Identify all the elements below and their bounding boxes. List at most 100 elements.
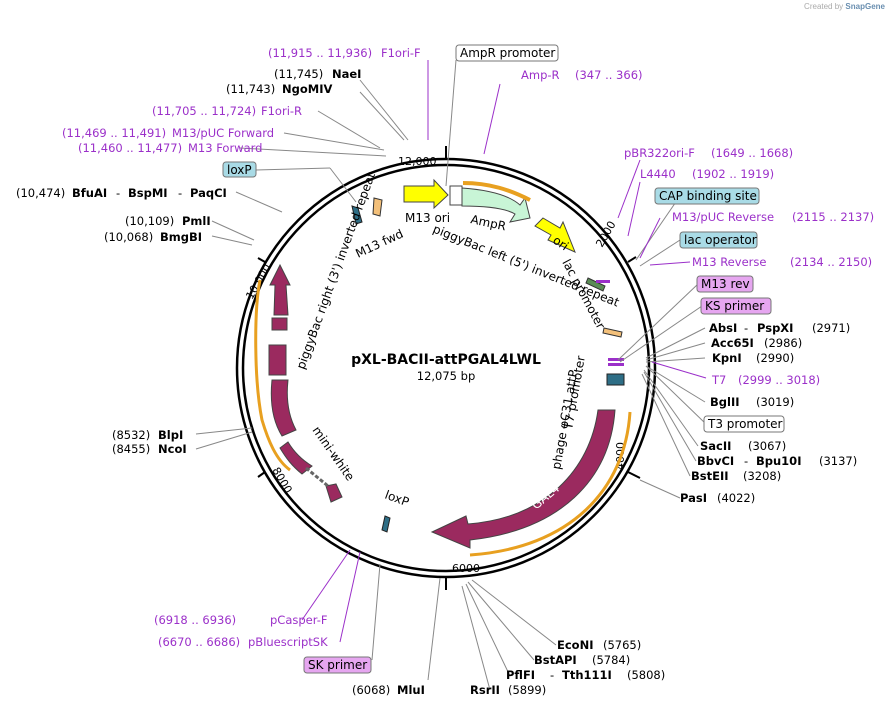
f1ori-f-name: F1ori-F bbox=[381, 46, 421, 60]
pspxi-name: PspXI bbox=[757, 321, 793, 335]
kpni-name: KpnI bbox=[712, 351, 742, 365]
snapgene-logo: SnapGene bbox=[845, 2, 885, 11]
mini-white-block-2 bbox=[279, 441, 313, 475]
m13-ori-label: M13 ori bbox=[405, 211, 450, 225]
m13-rev-label: M13 rev bbox=[701, 277, 750, 291]
sacii-pos: (3067) bbox=[748, 439, 786, 453]
paqci-name: PaqCI bbox=[190, 186, 227, 200]
ori-feature bbox=[534, 217, 576, 253]
acc65i-name: Acc65I bbox=[711, 336, 754, 350]
ncoi-name: NcoI bbox=[158, 442, 187, 456]
snapgene-credit: Created by SnapGene bbox=[804, 2, 885, 11]
kpni-pos: (2990) bbox=[756, 351, 794, 365]
f1ori-f-pos: (11,915 .. 11,936) bbox=[268, 46, 372, 60]
econi-pos: (5765) bbox=[603, 638, 641, 652]
ampr-promoter-label: AmpR promoter bbox=[460, 46, 555, 60]
svg-text:-: - bbox=[744, 454, 748, 468]
mlui-pos: (6068) bbox=[352, 683, 390, 697]
sk-primer-label: SK primer bbox=[308, 658, 367, 672]
m13puc-fwd-pos: (11,469 .. 11,491) bbox=[62, 126, 166, 140]
t7-promoter-feature bbox=[606, 373, 625, 386]
m13-rev-box bbox=[696, 275, 754, 293]
loxp-inner-label: loxP bbox=[383, 488, 411, 510]
pb-right-block-2 bbox=[268, 344, 287, 376]
absi-name: AbsI bbox=[709, 321, 737, 335]
plasmid-length: 12,075 bp bbox=[417, 369, 476, 383]
pb-left-feature bbox=[602, 327, 623, 338]
ampr-promoter-feature bbox=[449, 185, 463, 206]
leader-lines bbox=[195, 59, 707, 691]
svg-text:-: - bbox=[178, 186, 182, 200]
amp-r-pos: (347 .. 366) bbox=[575, 68, 643, 82]
t7-name: T7 bbox=[711, 373, 726, 387]
m13-fwd-feature bbox=[372, 197, 383, 217]
m13-rev-primer-mark bbox=[596, 280, 610, 283]
ks-primer-box bbox=[700, 297, 772, 315]
naei-name: NaeI bbox=[332, 67, 361, 81]
ampr-feature bbox=[461, 187, 531, 223]
bstapi-pos: (5784) bbox=[592, 653, 630, 667]
loxp-box-label: loxP bbox=[227, 163, 252, 177]
pmli-pos: (10,109) bbox=[125, 214, 174, 228]
plasmid-name: pXL-BACII-attPGAL4LWL bbox=[351, 352, 541, 368]
m13-ori-feature bbox=[403, 178, 449, 210]
mlui-name: MluI bbox=[397, 683, 425, 697]
t3-promoter-label: T3 promoter bbox=[707, 417, 783, 431]
sacii-name: SacII bbox=[700, 439, 731, 453]
bstapi-name: BstAPI bbox=[534, 653, 577, 667]
ngomiv-name: NgoMIV bbox=[282, 82, 332, 96]
gal4-orf-arc bbox=[469, 411, 632, 557]
bglii-name: BglII bbox=[710, 395, 740, 409]
bmgbi-name: BmgBI bbox=[160, 230, 202, 244]
pasi-pos: (4022) bbox=[717, 491, 755, 505]
pmli-name: PmlI bbox=[182, 214, 211, 228]
ks-primer-mark bbox=[608, 363, 624, 366]
pb-right-arrow bbox=[269, 263, 291, 316]
mini-white-orf-arc bbox=[254, 279, 291, 472]
acc65i-pos: (2986) bbox=[764, 336, 802, 350]
rsrii-name: RsrII bbox=[470, 683, 500, 697]
m13-forward-name: M13 Forward bbox=[188, 141, 262, 155]
m13-forward-pos: (11,460 .. 11,477) bbox=[78, 141, 182, 155]
ngomiv-pos: (11,743) bbox=[226, 82, 275, 96]
pflfi-name: PflFI bbox=[506, 668, 535, 682]
bmgbi-pos: (10,068) bbox=[104, 230, 153, 244]
l4440-pos: (1902 .. 1919) bbox=[692, 167, 774, 181]
mini-white-block-1 bbox=[270, 379, 297, 437]
f1ori-r-pos: (11,705 .. 11,724) bbox=[152, 104, 256, 118]
rsrii-pos: (5899) bbox=[508, 683, 546, 697]
bpu10i-name: Bpu10I bbox=[756, 454, 801, 468]
blpi-name: BlpI bbox=[158, 428, 183, 442]
ncoi-pos: (8455) bbox=[112, 442, 150, 456]
econi-name: EcoNI bbox=[557, 638, 593, 652]
primer-leaders bbox=[301, 60, 707, 643]
tick-12000: 12,000 bbox=[398, 155, 437, 168]
pflfi-pos: (5808) bbox=[627, 668, 665, 682]
m13puc-rev-pos: (2115 .. 2137) bbox=[792, 210, 874, 224]
pasi-name: PasI bbox=[680, 491, 707, 505]
cap-box bbox=[654, 187, 760, 205]
ampr-promoter-box bbox=[455, 44, 559, 62]
naei-pos: (11,745) bbox=[274, 67, 323, 81]
bglii-pos: (3019) bbox=[756, 395, 794, 409]
lac-promoter-feature bbox=[585, 277, 606, 292]
pcasper-pos: (6918 .. 6936) bbox=[154, 613, 236, 627]
bbvci-pos: (3137) bbox=[819, 454, 857, 468]
bspmi-name: BspMI bbox=[128, 186, 168, 200]
m13-fwd-label: M13 fwd bbox=[353, 227, 405, 261]
amp-r-name: Amp-R bbox=[521, 68, 560, 82]
svg-text:-: - bbox=[116, 186, 120, 200]
labels-left: (11,915 .. 11,936) F1ori-F (11,745) NaeI… bbox=[16, 46, 425, 697]
lac-operator-box bbox=[679, 231, 758, 249]
mini-white-intron bbox=[305, 466, 329, 488]
pb-right-block-1 bbox=[271, 317, 288, 331]
feature-labels: M13 ori AmpR ori M13 fwd piggyBac right … bbox=[294, 170, 622, 512]
loxp-feature-bottom bbox=[381, 515, 391, 533]
t7-primer-mark bbox=[608, 358, 624, 361]
loxp-box bbox=[222, 161, 257, 178]
svg-text:-: - bbox=[550, 668, 554, 682]
ks-primer-label: KS primer bbox=[705, 299, 764, 313]
tth111i-name: Tth111I bbox=[562, 668, 612, 682]
mini-white-label: mini-white bbox=[310, 424, 358, 484]
